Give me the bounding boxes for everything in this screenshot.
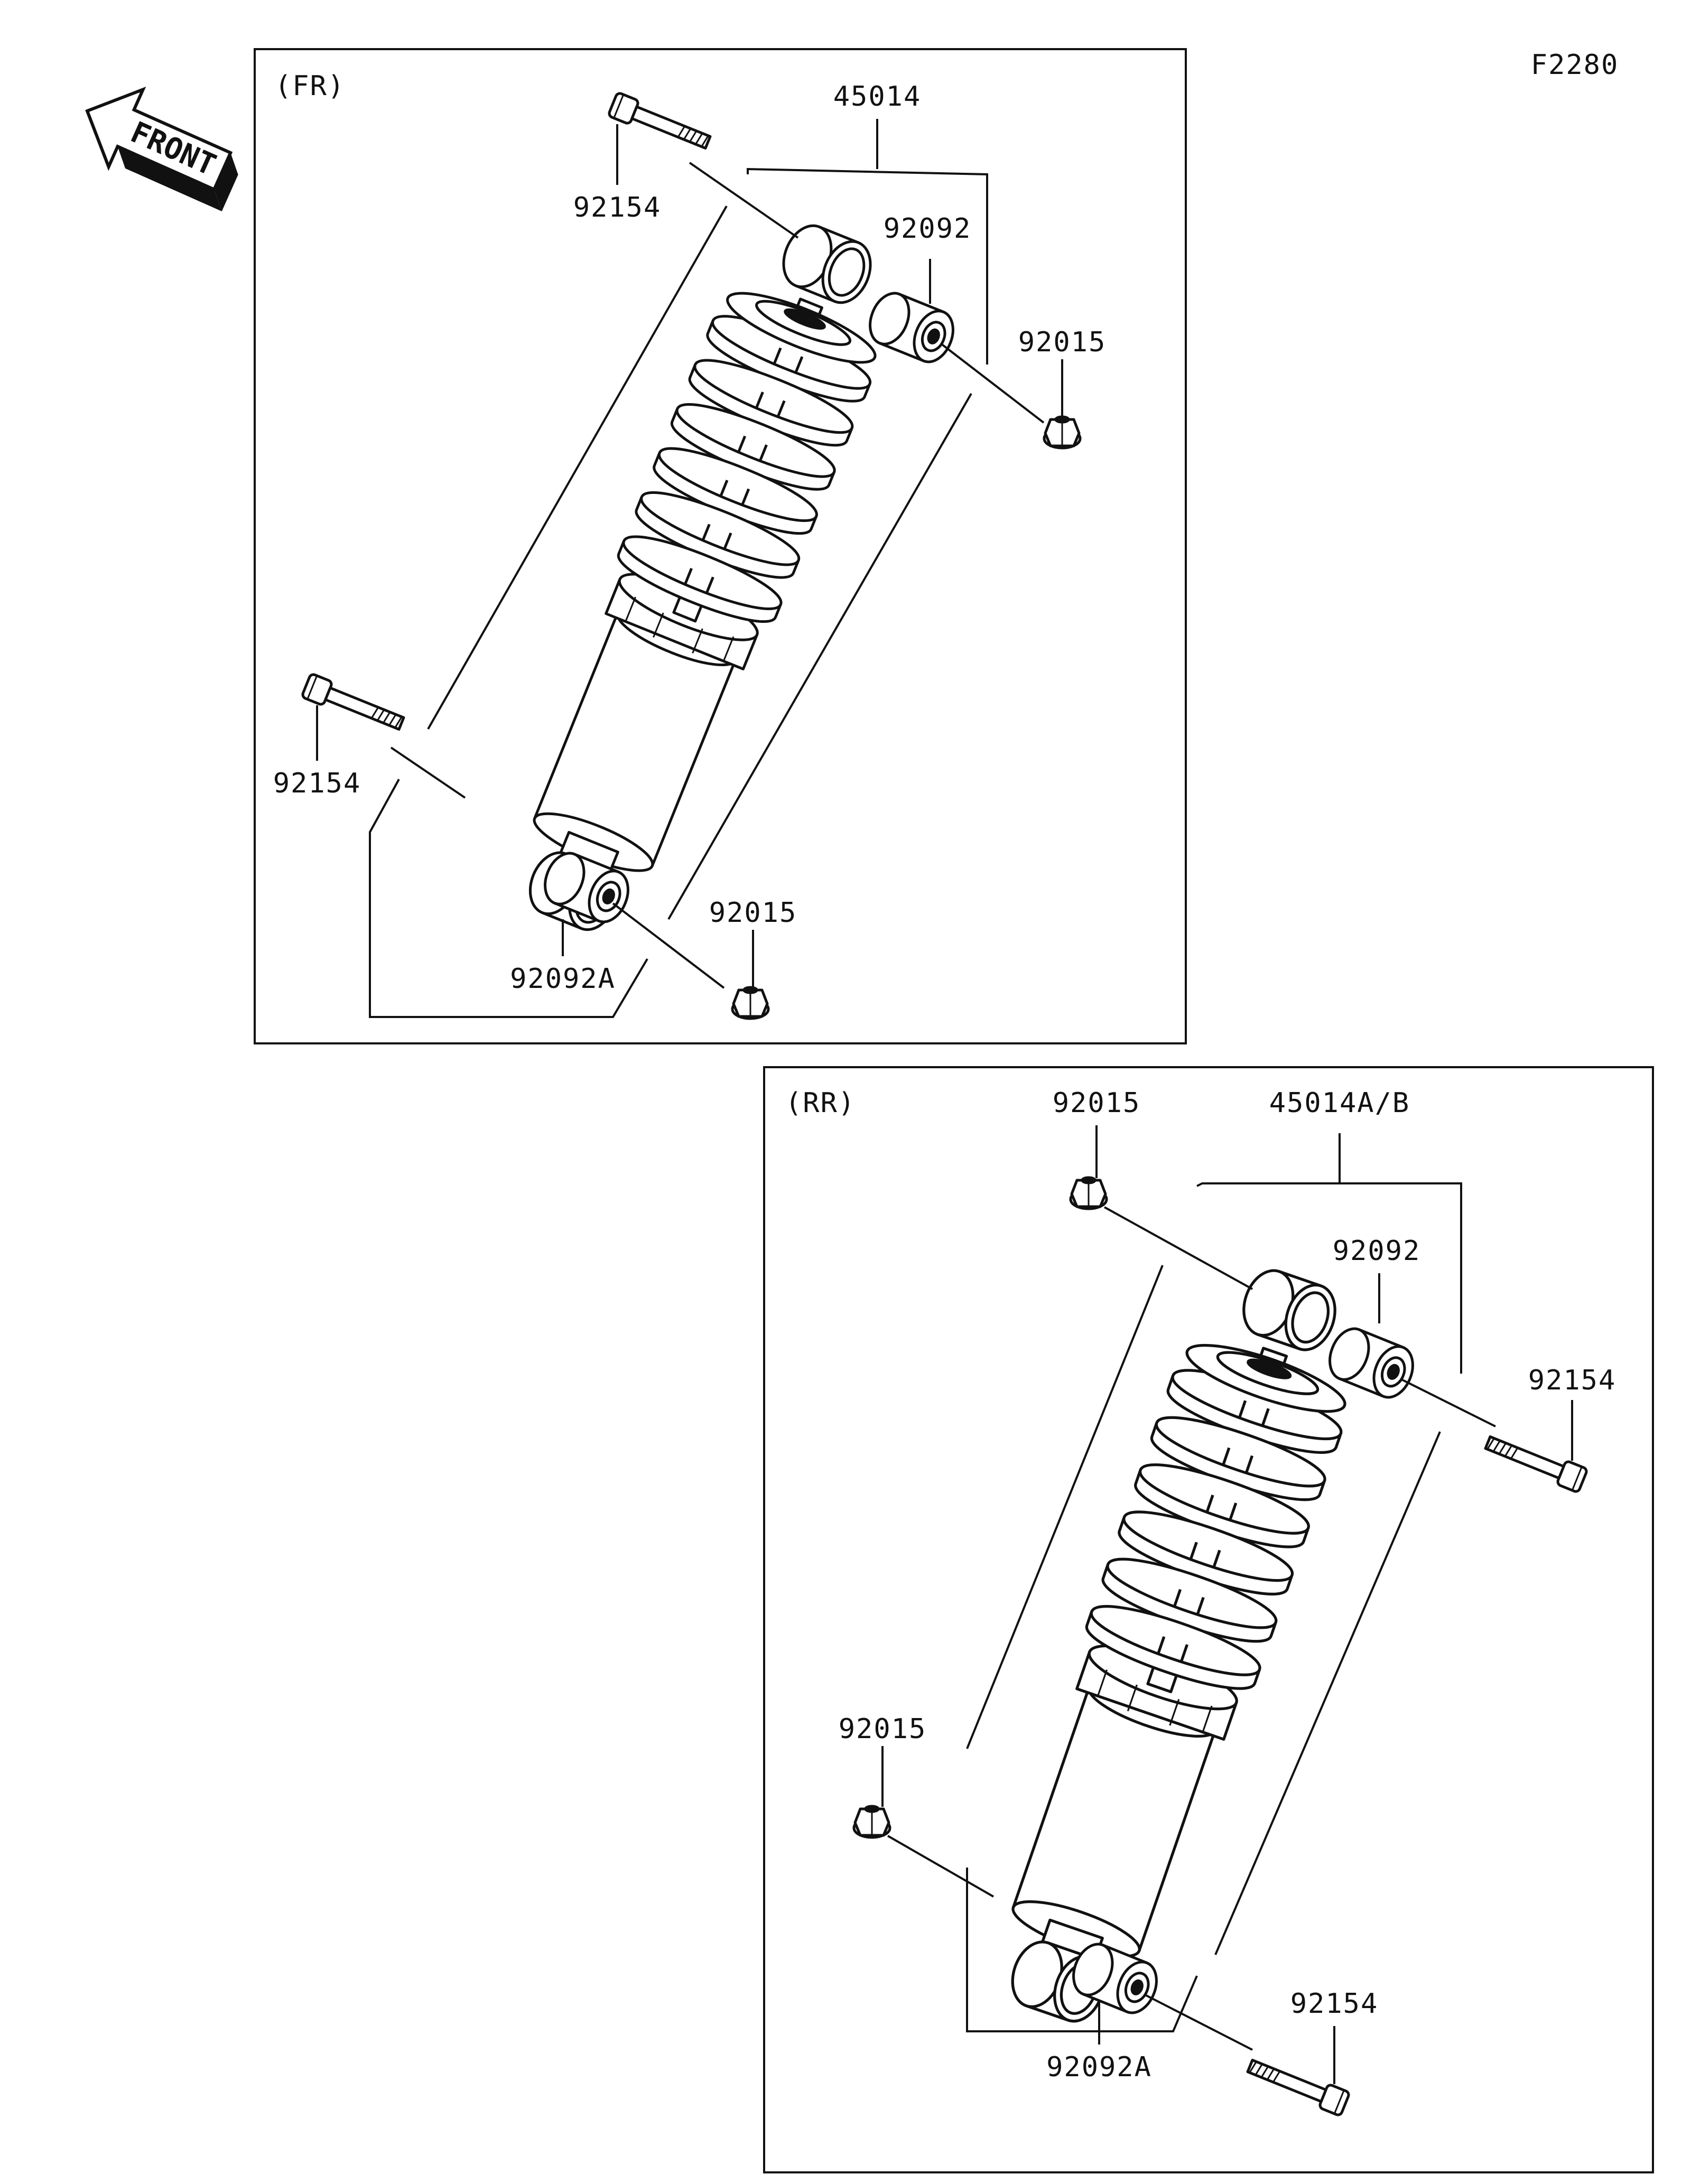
front-bolt-top <box>608 92 713 154</box>
rear-shock-absorber <box>963 1250 1384 2042</box>
front-nut-bottom <box>732 987 768 1019</box>
front-label-nut-bottom: 92015 <box>709 897 797 929</box>
rear-label-bush-bottom: 92092A <box>1046 2051 1152 2083</box>
front-nut-top <box>1044 417 1080 448</box>
rear-nut-bottom <box>854 1806 890 1837</box>
front-direction-arrow-icon: FRONT <box>85 87 238 212</box>
diagram-code: F2280 <box>1531 49 1619 81</box>
front-panel-frame <box>254 48 1187 1044</box>
front-label-bolt-top: 92154 <box>573 192 662 223</box>
rear-label-assembly: 45014A/B <box>1269 1087 1410 1119</box>
rear-label-bush-top: 92092 <box>1333 1235 1421 1267</box>
front-label-assembly: 45014 <box>833 81 922 113</box>
rear-label-bolt-top: 92154 <box>1528 1365 1616 1396</box>
front-label-bush-top: 92092 <box>884 213 972 245</box>
rear-label-nut-bottom: 92015 <box>839 1713 927 1745</box>
rear-label-nut-top: 92015 <box>1053 1087 1141 1119</box>
front-label-bolt-bottom: 92154 <box>273 768 361 799</box>
rear-panel-frame <box>763 1066 1654 2173</box>
rear-label-bolt-bottom: 92154 <box>1290 1988 1379 2020</box>
front-bush-top <box>863 287 960 368</box>
rear-shock-panel: (RR) 45014A/B 92015 92092 9215 <box>763 1066 1654 2173</box>
rear-panel-title: (RR) <box>785 1087 856 1119</box>
rear-nut-top <box>1071 1178 1107 1209</box>
front-shock-panel: (FR) 45014 92154 92092 92015 <box>254 48 1187 1044</box>
front-panel-title: (FR) <box>275 70 345 102</box>
front-shock-absorber <box>484 203 917 952</box>
front-label-bush-bottom: 92092A <box>510 963 616 995</box>
front-label-nut-top: 92015 <box>1018 326 1107 358</box>
